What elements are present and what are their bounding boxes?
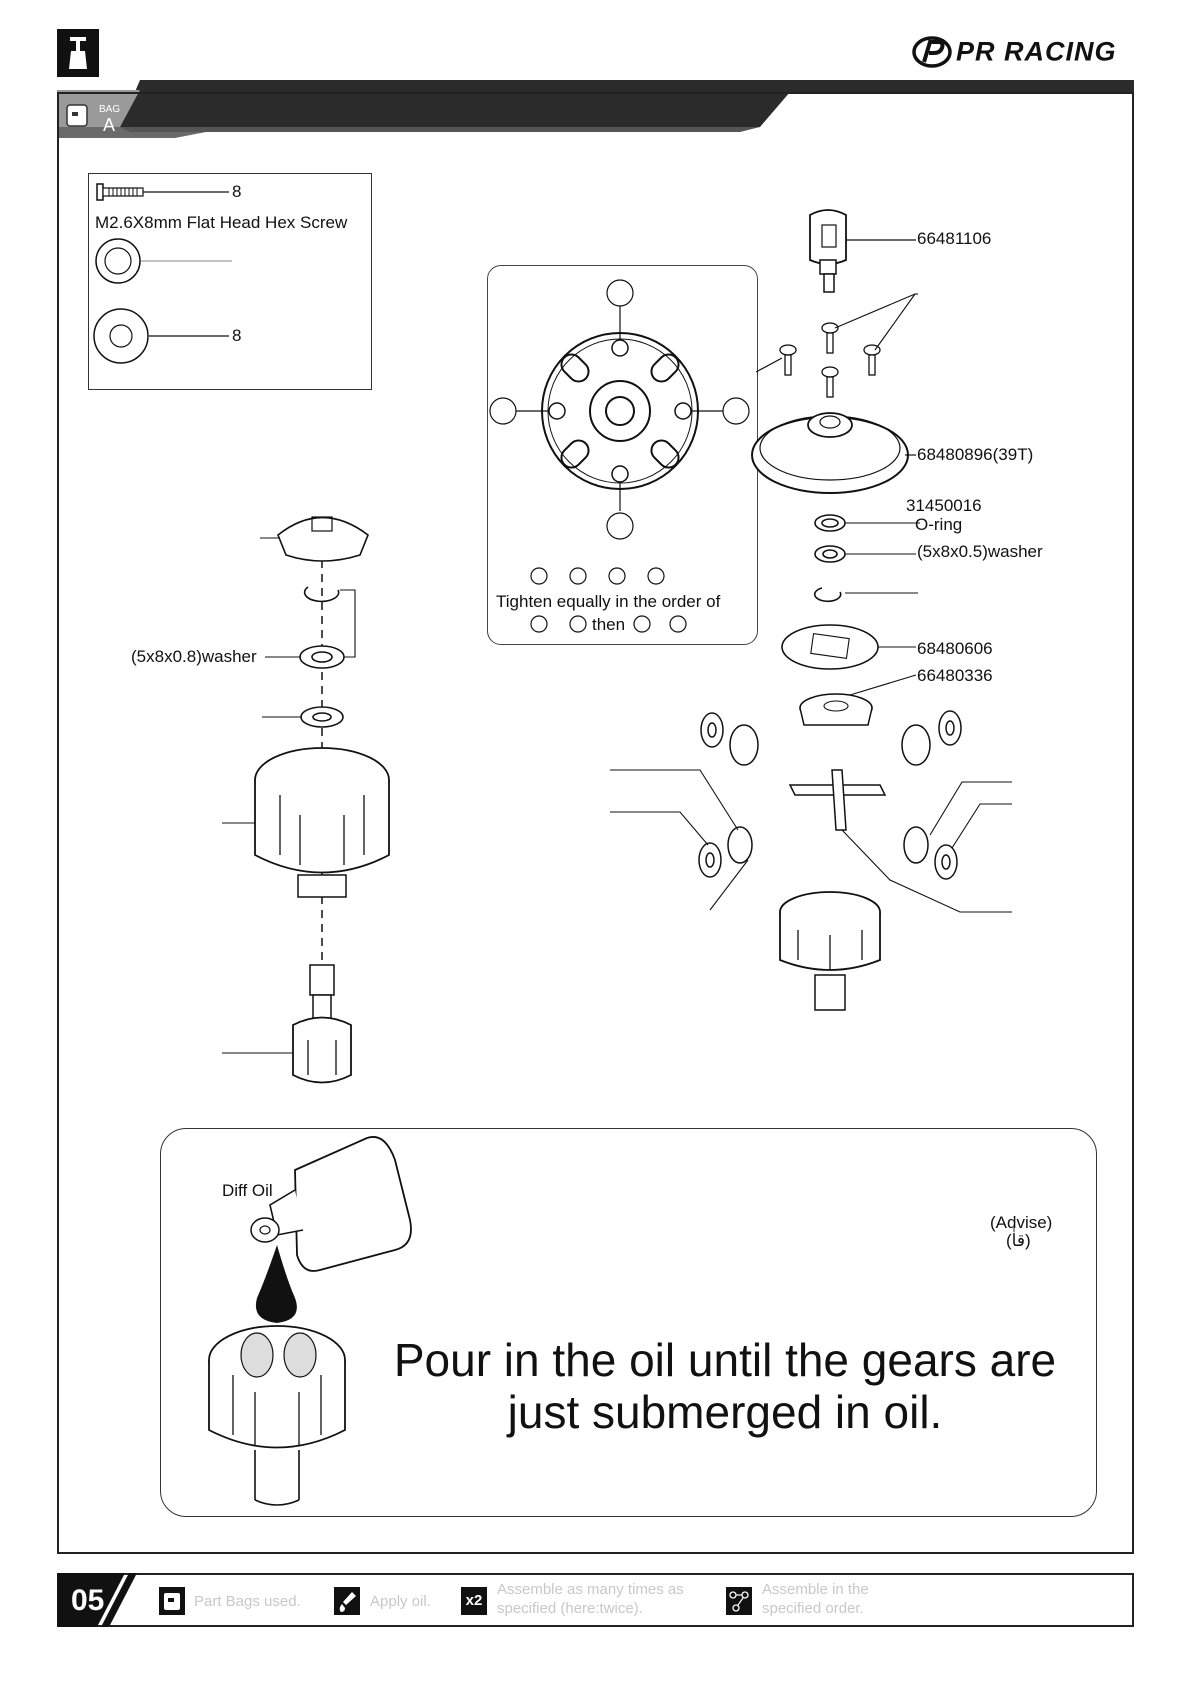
legend-oil-text: Apply oil.: [370, 1593, 431, 1610]
flat-head-screw-icon: [96, 183, 229, 201]
tighten-diagram: [489, 279, 750, 633]
diff-oil-label: Diff Oil: [222, 1181, 273, 1200]
diff-housing-left: [222, 747, 390, 898]
oil-instruction-text: Pour in the oil until the gears are just…: [360, 1334, 1090, 1438]
bevel-gear-left: [260, 516, 369, 562]
legend-repeat-1: Assemble as many times as: [497, 1581, 684, 1598]
bag-small-label: BAG: [99, 104, 121, 115]
brand-logo: PR RACING: [912, 34, 1117, 70]
wrench-icon: [69, 37, 87, 69]
bag-letter: A: [103, 115, 116, 135]
diff-screws: [779, 293, 918, 398]
label-bevel-gear: 66480336: [917, 666, 993, 685]
oil-instruction-box: [160, 1128, 1097, 1517]
x2-icon: x2: [461, 1587, 487, 1615]
diff-exploded-right: [610, 209, 1012, 1011]
washer-left-2: [262, 706, 344, 728]
legend-bags-text: Part Bags used.: [194, 1593, 301, 1610]
label-oring: O-ring: [915, 515, 963, 534]
parts-legend-drawing: [93, 183, 232, 364]
oil-icon: [334, 1587, 360, 1615]
tighten-then: then: [592, 615, 626, 634]
page-number-tab: [57, 1573, 137, 1627]
step-icon: [57, 29, 99, 77]
bevel-gear-part: [799, 674, 917, 726]
oil-drop-icon: [255, 1245, 297, 1323]
order-icon: [726, 1587, 752, 1615]
spider-gears: [698, 710, 962, 880]
screw-count: 8: [232, 182, 242, 201]
legend-order-1: Assemble in the: [762, 1581, 869, 1598]
brand-name: PR RACING: [956, 36, 1117, 67]
legend-repeat-2: specified (here:twice).: [497, 1600, 643, 1617]
diff-exploded-left: [222, 516, 390, 1084]
oil-instruction-line2: just submerged in oil.: [507, 1386, 943, 1438]
bag-icon: [159, 1587, 185, 1615]
outdrive-bottom-left: [222, 964, 352, 1084]
label-washer-08: (5x8x0.8)washer: [131, 647, 257, 666]
footer-legend: 05 Part Bags used. Apply oil. x2 Assembl…: [57, 1573, 1134, 1627]
oring-washer-stack: [813, 514, 920, 603]
washer-large-icon: [93, 308, 229, 364]
e-clip-left: [303, 586, 356, 658]
washer-count: 8: [232, 326, 242, 345]
legend-order-2: specified order.: [762, 1600, 864, 1617]
label-washer-05: (5x8x0.5)washer: [917, 542, 1043, 561]
diff-housing-with-gears: [208, 1325, 346, 1506]
parts-legend-box: 8 M2.6X8mm Flat Head Hex Screw 8: [88, 173, 372, 390]
ring-gear-39t: [751, 412, 916, 494]
page-number: 05: [71, 1584, 105, 1617]
outdrive-top-part: [809, 209, 916, 293]
label-ring-gear: 68480896(39T): [917, 445, 1034, 464]
advise-label: (Advise): [990, 1213, 1053, 1232]
washer-08-left: [265, 645, 345, 669]
advise-sub-label: (قاٰ): [1006, 1231, 1031, 1250]
tighten-instruction: Tighten equally in the order of: [496, 592, 721, 611]
oil-illustration: [208, 1136, 412, 1506]
label-gasket: 68480606: [917, 639, 993, 658]
screw-name: M2.6X8mm Flat Head Hex Screw: [95, 213, 348, 232]
diff-housing-right: [779, 891, 881, 1011]
washer-small-icon: [95, 238, 232, 284]
spider-leaders: [610, 769, 1012, 913]
oil-bottle-icon: [250, 1136, 412, 1272]
header-band: [57, 80, 1134, 138]
bag-badge: BAG A: [65, 100, 125, 135]
tighten-leader: [756, 357, 783, 373]
pr-logo-icon: [912, 36, 952, 68]
tighten-order-box: Tighten equally in the order of then: [487, 265, 758, 645]
label-oring-code: 31450016: [906, 496, 982, 515]
content-frame: [57, 92, 1134, 1554]
label-outdrive-top: 66481106: [917, 229, 992, 248]
gasket-part: [781, 624, 916, 670]
oil-instruction-line1: Pour in the oil until the gears are: [393, 1334, 1057, 1386]
bag-icon: [66, 104, 88, 127]
